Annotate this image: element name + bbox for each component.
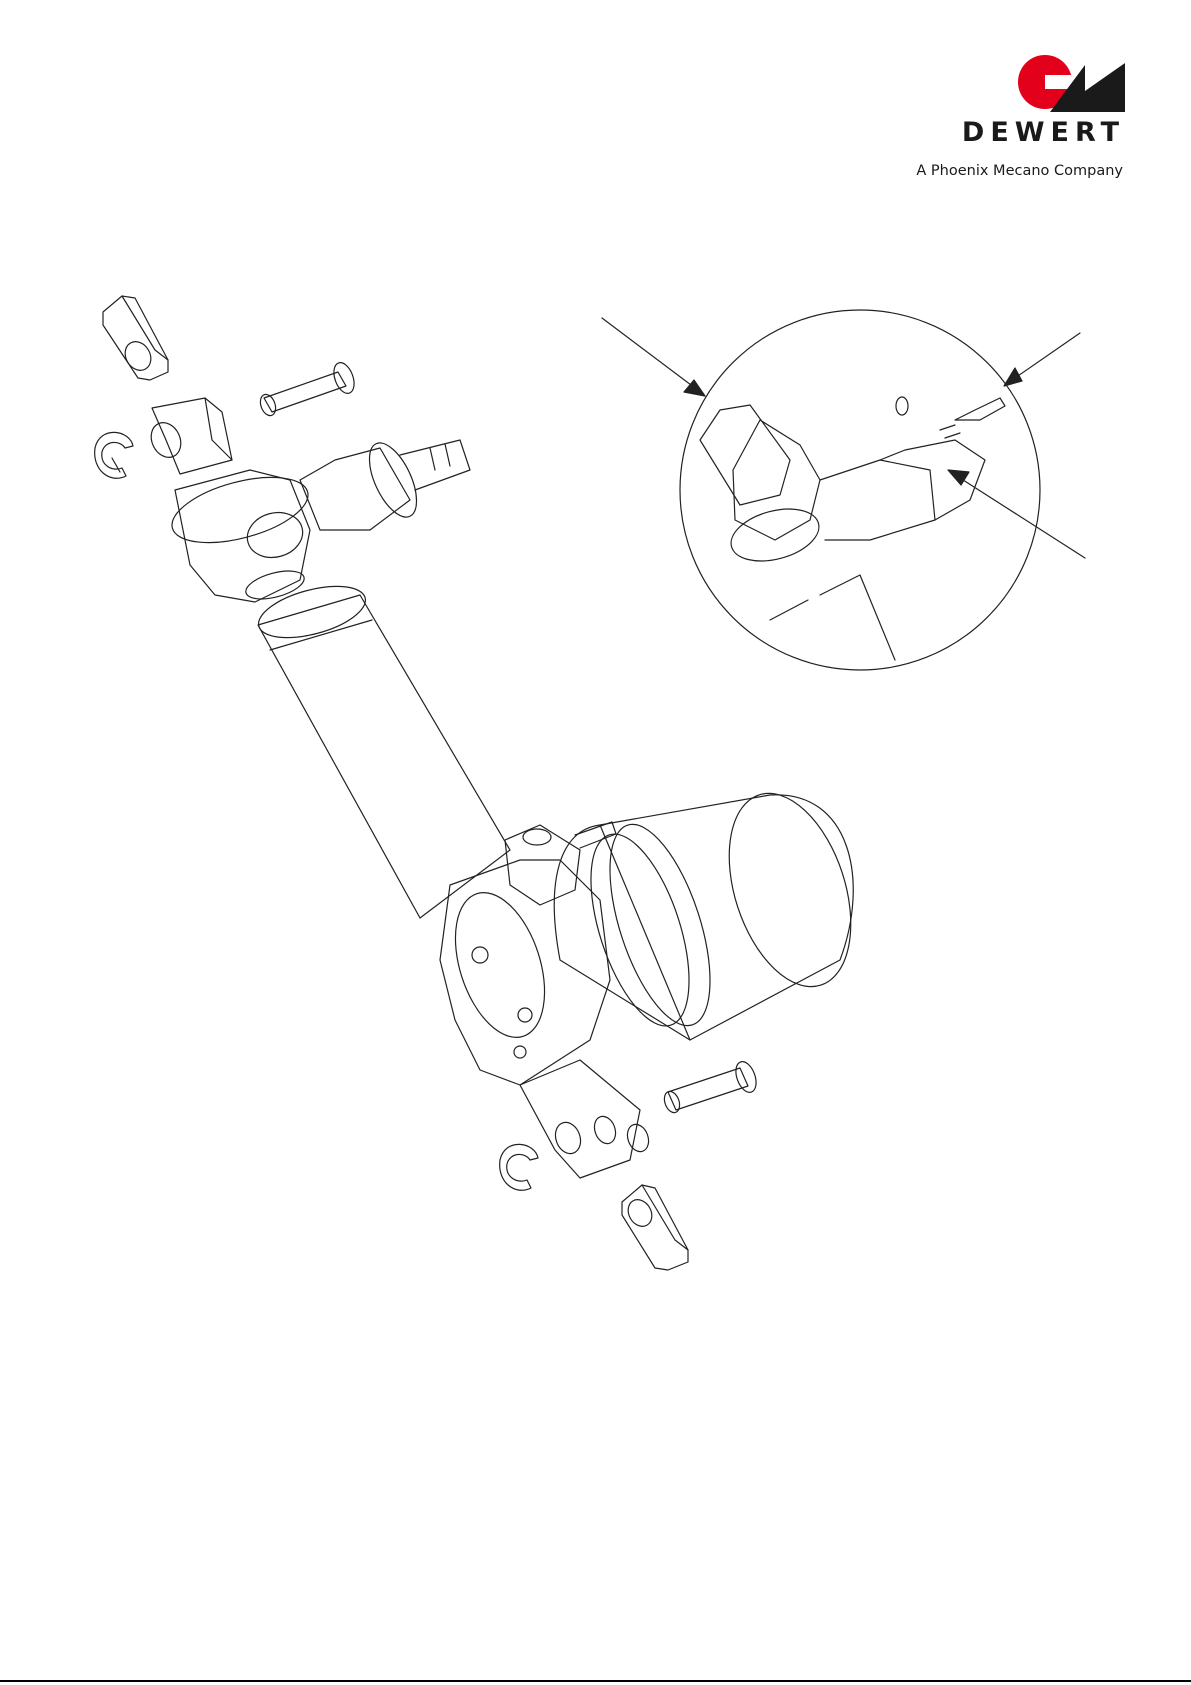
inner-tube <box>253 577 510 918</box>
upper-clip <box>95 432 133 478</box>
arrowhead-2 <box>1004 368 1022 386</box>
side-connector <box>300 436 470 530</box>
rear-clevis-head <box>146 398 315 604</box>
upper-bracket <box>103 296 168 380</box>
lower-clip <box>500 1144 538 1190</box>
arrowhead-3 <box>948 470 969 485</box>
upper-pin <box>258 360 358 418</box>
callout-arrow-3 <box>960 478 1085 558</box>
lower-bracket <box>622 1185 688 1270</box>
motor-housing <box>554 778 873 1040</box>
page-bottom-rule <box>0 1680 1191 1682</box>
lower-pin <box>662 1059 760 1115</box>
gear-head <box>439 822 616 1085</box>
callout-arrow-1 <box>602 318 695 388</box>
callout-arrows <box>602 318 1085 558</box>
detail-view <box>680 310 1040 670</box>
callout-arrow-2 <box>1015 333 1080 378</box>
lower-clevis <box>520 1060 652 1178</box>
